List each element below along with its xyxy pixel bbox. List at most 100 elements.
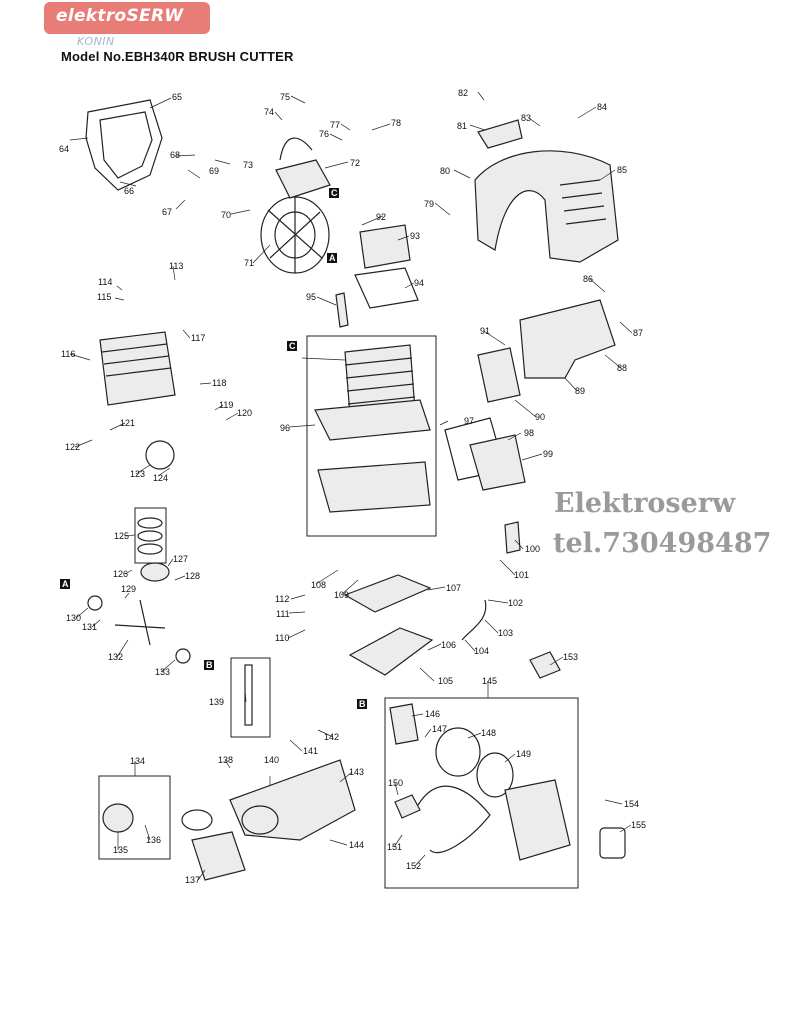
part-label: 113 — [169, 261, 183, 271]
part-label: 125 — [114, 531, 129, 541]
section-tag-a-left: A — [62, 579, 69, 589]
starter-pawl-part — [389, 703, 419, 745]
fuel-tank-part — [348, 627, 434, 676]
part-label: 95 — [306, 292, 316, 302]
section-tag-a-top-box — [327, 253, 337, 263]
part-label: 144 — [349, 840, 364, 850]
part-label: 149 — [516, 749, 531, 759]
leader-lines-top — [69, 91, 616, 306]
fuel-filter-part — [244, 664, 253, 726]
part-label: 99 — [543, 449, 553, 459]
piston-part — [140, 562, 170, 582]
engine-cover-part — [474, 150, 619, 263]
part-label: 69 — [209, 166, 219, 176]
spark-plug-part — [335, 292, 349, 328]
part-label: 153 — [563, 652, 578, 662]
part-label: 79 — [424, 199, 434, 209]
part-label: 109 — [334, 590, 349, 600]
part-label: 120 — [237, 408, 252, 418]
part-label: 103 — [498, 628, 513, 638]
part-label: 86 — [583, 274, 593, 284]
part-label: 87 — [633, 328, 643, 338]
part-label: 141 — [303, 746, 318, 756]
part-label: 116 — [61, 349, 75, 359]
brand-logo — [44, 2, 210, 34]
crankcase-group-box — [306, 335, 437, 537]
carburetor-cover-part — [359, 224, 411, 269]
part-label: 130 — [66, 613, 81, 623]
watermark-phone: tel.730498487 — [553, 528, 772, 559]
part-label: 154 — [624, 799, 639, 809]
section-tag-c-box-box — [287, 341, 297, 351]
part-label: 110 — [275, 633, 289, 643]
part-label: 126 — [113, 569, 128, 579]
page-title: Model No.EBH340R BRUSH CUTTER — [61, 49, 294, 64]
crankcase-bottom-part — [317, 461, 431, 513]
part-label: 146 — [425, 709, 440, 719]
part-label: 132 — [108, 652, 123, 662]
starter-group-box — [384, 697, 579, 889]
part-label: 111 — [276, 609, 290, 619]
part-label: 107 — [446, 583, 461, 593]
starter-handle-part — [394, 794, 421, 819]
primer-knob-part — [102, 803, 134, 833]
part-label: 81 — [457, 121, 467, 131]
leader-lines-bottom — [69, 265, 632, 881]
part-label: 83 — [521, 113, 531, 123]
part-label: 114 — [98, 277, 112, 287]
gear-part — [145, 440, 175, 470]
fuel-filter-box — [230, 657, 271, 738]
part-label: 133 — [155, 667, 170, 677]
part-label: 101 — [514, 570, 529, 580]
ignition-wire — [279, 137, 313, 161]
part-label: 115 — [97, 292, 111, 302]
cover-vents — [559, 179, 607, 225]
part-label: 92 — [376, 212, 386, 222]
part-label: 89 — [575, 386, 585, 396]
part-label: 127 — [173, 554, 188, 564]
brand-logo-text: elektroSERW — [56, 6, 184, 26]
part-label: 102 — [508, 598, 523, 608]
section-tag-b-left: B — [206, 660, 213, 670]
part-label: 64 — [59, 144, 69, 154]
part-label: 142 — [324, 732, 339, 742]
part-label: 78 — [391, 118, 401, 128]
section-tag-c-top-box — [329, 188, 339, 198]
piston-ring-3 — [137, 543, 163, 555]
section-tag-a-left-box — [60, 579, 70, 589]
part-label: 150 — [388, 778, 403, 788]
part-label: 74 — [264, 107, 274, 117]
flywheel-fins — [267, 197, 323, 273]
part-label: 75 — [280, 92, 290, 102]
part-label: 122 — [65, 442, 80, 452]
part-label: 151 — [387, 842, 402, 852]
part-label: 68 — [170, 150, 180, 160]
part-label: 77 — [330, 120, 340, 130]
sticker-155-part — [599, 827, 626, 859]
part-label: 140 — [264, 755, 279, 765]
part-label: 148 — [481, 728, 496, 738]
section-tag-b-starter-box — [357, 699, 367, 709]
cylinder-fins — [344, 357, 416, 405]
ring-137 — [181, 809, 213, 831]
part-label: 118 — [212, 378, 226, 388]
part-label: 129 — [121, 584, 136, 594]
part-label: 98 — [524, 428, 534, 438]
fan-housing-part — [85, 99, 163, 191]
part-label: 131 — [82, 622, 97, 632]
muffler-part — [519, 299, 616, 379]
starter-rope-part — [417, 785, 491, 854]
part-label: 139 — [209, 697, 224, 707]
part-label: 137 — [185, 875, 200, 885]
part-label: 106 — [441, 640, 456, 650]
part-label: 93 — [410, 231, 420, 241]
part-label: 155 — [631, 820, 646, 830]
part-label: 138 — [218, 755, 233, 765]
fan-housing-inner — [99, 111, 153, 179]
part-label: 84 — [597, 102, 607, 112]
cover-clip-part — [477, 119, 523, 149]
tank-gasket-part — [343, 574, 432, 613]
tag-137-part — [191, 831, 246, 881]
part-label: 143 — [349, 767, 364, 777]
